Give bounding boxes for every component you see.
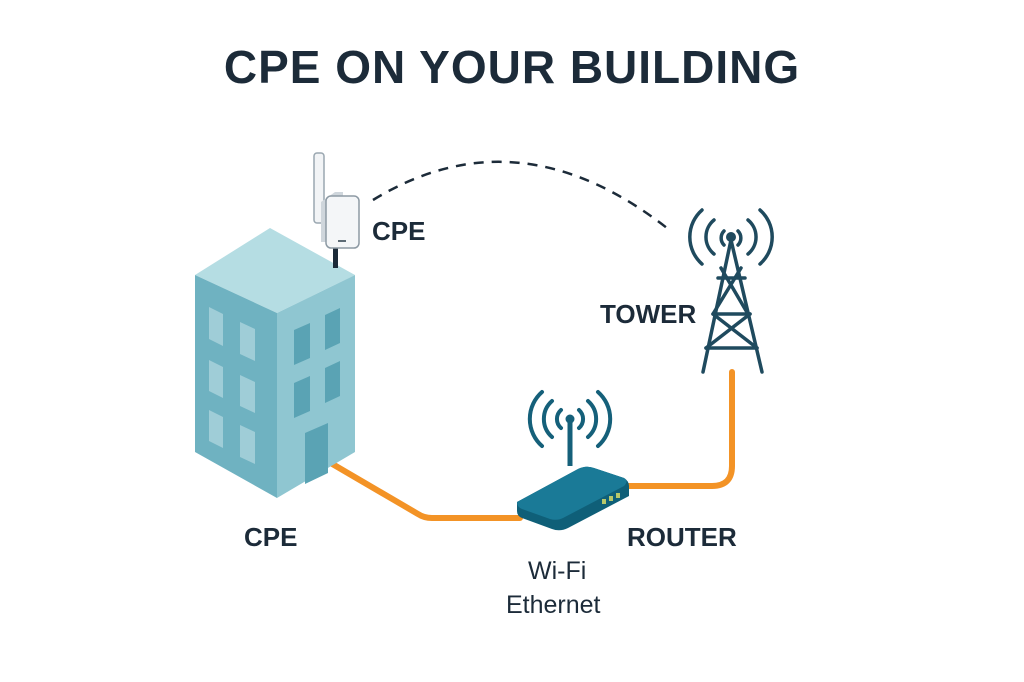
cell-tower-icon [688, 208, 774, 374]
cpe-antenna-icon [313, 152, 360, 268]
building-icon [195, 228, 355, 498]
cable-router-to-tower [622, 369, 735, 489]
router-ethernet-label: Ethernet [506, 591, 601, 619]
cpe-building-label: CPE [244, 522, 298, 552]
router-wifi-label: Wi-Fi [528, 557, 587, 585]
tower-label: TOWER [600, 299, 697, 329]
router-label: ROUTER [627, 522, 737, 552]
router-icon [517, 390, 629, 531]
wireless-link-dashed [372, 160, 673, 233]
page-title: CPE ON YOUR BUILDING [223, 41, 801, 93]
cpe-device-label: CPE [372, 216, 426, 246]
cable-building-to-router [314, 452, 523, 521]
